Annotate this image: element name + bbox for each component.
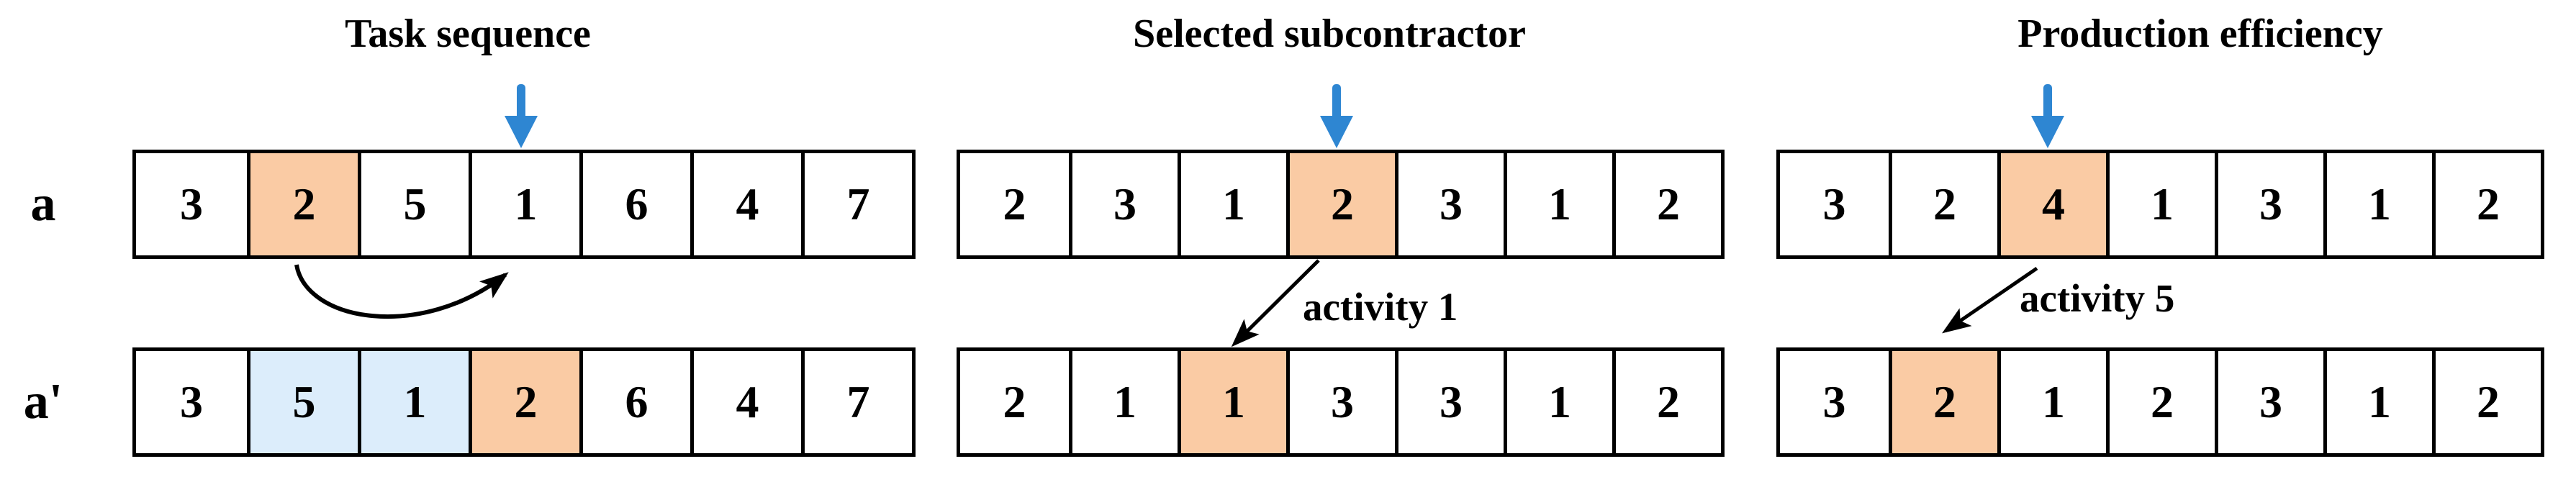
group-title-production-efficiency: Production efficiency — [2017, 12, 2383, 56]
group-title-selected-subcontractor: Selected subcontractor — [1133, 12, 1526, 56]
cell: 3 — [1780, 153, 1889, 255]
cell: 1 — [1504, 153, 1612, 255]
cell: 2 — [960, 351, 1069, 453]
pointer-arrow-icon — [505, 84, 538, 148]
cell: 1 — [469, 153, 579, 255]
cell: 2 — [247, 153, 358, 255]
cell: 2 — [469, 351, 579, 453]
cell: 1 — [2323, 153, 2432, 255]
cell: 4 — [1997, 153, 2106, 255]
pointer-arrow-icon — [2031, 84, 2064, 148]
cell: 6 — [579, 351, 690, 453]
row-label-a: a — [30, 176, 56, 232]
cell: 3 — [1780, 351, 1889, 453]
cell: 6 — [579, 153, 690, 255]
cell: 3 — [136, 153, 247, 255]
assignment-arrow-icon — [1942, 266, 2038, 334]
cell: 3 — [2215, 153, 2323, 255]
cell: 2 — [2432, 153, 2541, 255]
cell: 3 — [136, 351, 247, 453]
swap-arrow-icon — [294, 264, 509, 319]
cell: 3 — [1395, 153, 1504, 255]
cell: 2 — [960, 153, 1069, 255]
cell: 2 — [2432, 351, 2541, 453]
cell: 7 — [801, 153, 912, 255]
cell: 1 — [1178, 153, 1286, 255]
cell: 3 — [1286, 351, 1395, 453]
cell: 2 — [1286, 153, 1395, 255]
activity-label: activity 5 — [2020, 276, 2175, 320]
activity-label: activity 1 — [1303, 285, 1458, 329]
cell: 1 — [358, 351, 469, 453]
cell: 2 — [1889, 153, 1997, 255]
cell: 3 — [1069, 153, 1178, 255]
cell: 5 — [358, 153, 469, 255]
cell: 2 — [1889, 351, 1997, 453]
cell: 7 — [801, 351, 912, 453]
cell: 2 — [1612, 153, 1721, 255]
cell: 1 — [1997, 351, 2106, 453]
cell: 1 — [1069, 351, 1178, 453]
cell: 1 — [1178, 351, 1286, 453]
cell: 3 — [1395, 351, 1504, 453]
cell: 1 — [2323, 351, 2432, 453]
cell: 4 — [690, 153, 801, 255]
cell: 5 — [247, 351, 358, 453]
cell: 4 — [690, 351, 801, 453]
cell: 1 — [1504, 351, 1612, 453]
cell: 1 — [2106, 153, 2215, 255]
cell: 2 — [1612, 351, 1721, 453]
cell: 2 — [2106, 351, 2215, 453]
assignment-arrow-icon — [1231, 259, 1320, 347]
row-label-a-prime: a' — [23, 374, 63, 429]
cell: 3 — [2215, 351, 2323, 453]
pointer-arrow-icon — [1320, 84, 1353, 148]
group-title-task-sequence: Task sequence — [345, 12, 591, 56]
